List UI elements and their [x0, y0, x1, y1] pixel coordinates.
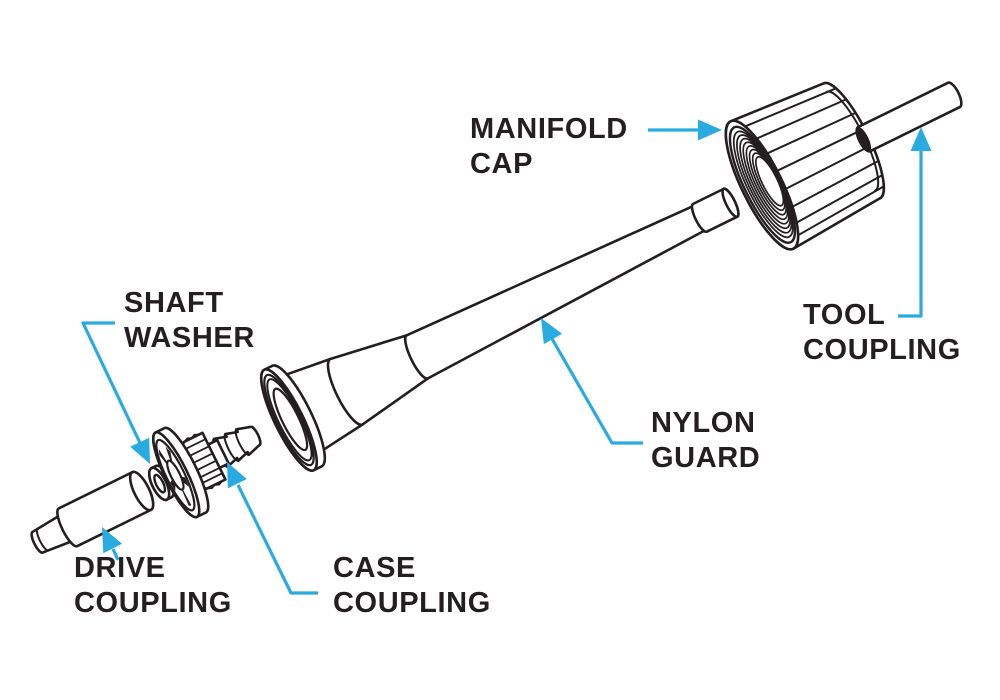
- label-line: WASHER: [124, 322, 255, 354]
- part-case-coupling: [151, 425, 262, 519]
- arrowhead-icon: [102, 527, 123, 554]
- label-manifold-cap: MANIFOLD CAP: [470, 112, 628, 182]
- label-nylon-guard: NYLON GUARD: [651, 406, 760, 476]
- label-line: GUARD: [651, 442, 761, 474]
- arrowhead-icon: [227, 462, 247, 489]
- label-line: SHAFT: [124, 287, 224, 319]
- label-line: CASE: [333, 552, 416, 584]
- label-line: NYLON: [651, 407, 756, 439]
- part-shaft-washer: [147, 464, 175, 502]
- arrowhead-icon: [130, 437, 150, 464]
- leader-arrow-nylon-guard: [541, 318, 643, 445]
- label-case-coupling: CASE COUPLING: [333, 551, 491, 621]
- part-drive-coupling: [30, 470, 155, 554]
- label-line: COUPLING: [74, 587, 232, 619]
- leader-arrow-tool-coupling: [898, 127, 932, 318]
- leader-arrow-manifold-cap: [648, 119, 722, 141]
- label-shaft-washer: SHAFT WASHER: [124, 286, 255, 356]
- label-line: DRIVE: [74, 552, 166, 584]
- label-drive-coupling: DRIVE COUPLING: [74, 551, 232, 621]
- label-line: COUPLING: [333, 587, 491, 619]
- arrowhead-icon: [541, 318, 562, 345]
- arrowhead-icon: [910, 127, 932, 151]
- label-line: COUPLING: [803, 334, 961, 366]
- leader-arrow-shaft-washer: [81, 321, 150, 464]
- leader-arrow-drive-coupling: [102, 527, 123, 561]
- leader-arrow-case-coupling: [227, 462, 318, 595]
- part-tool-coupling: [855, 81, 963, 153]
- label-tool-coupling: TOOL COUPLING: [803, 298, 961, 368]
- label-line: TOOL: [803, 299, 886, 331]
- arrowhead-icon: [698, 119, 722, 141]
- label-line: CAP: [470, 148, 534, 180]
- label-line: MANIFOLD: [470, 113, 628, 145]
- part-nylon-guard: [259, 187, 740, 472]
- part-manifold-cap: [724, 81, 886, 251]
